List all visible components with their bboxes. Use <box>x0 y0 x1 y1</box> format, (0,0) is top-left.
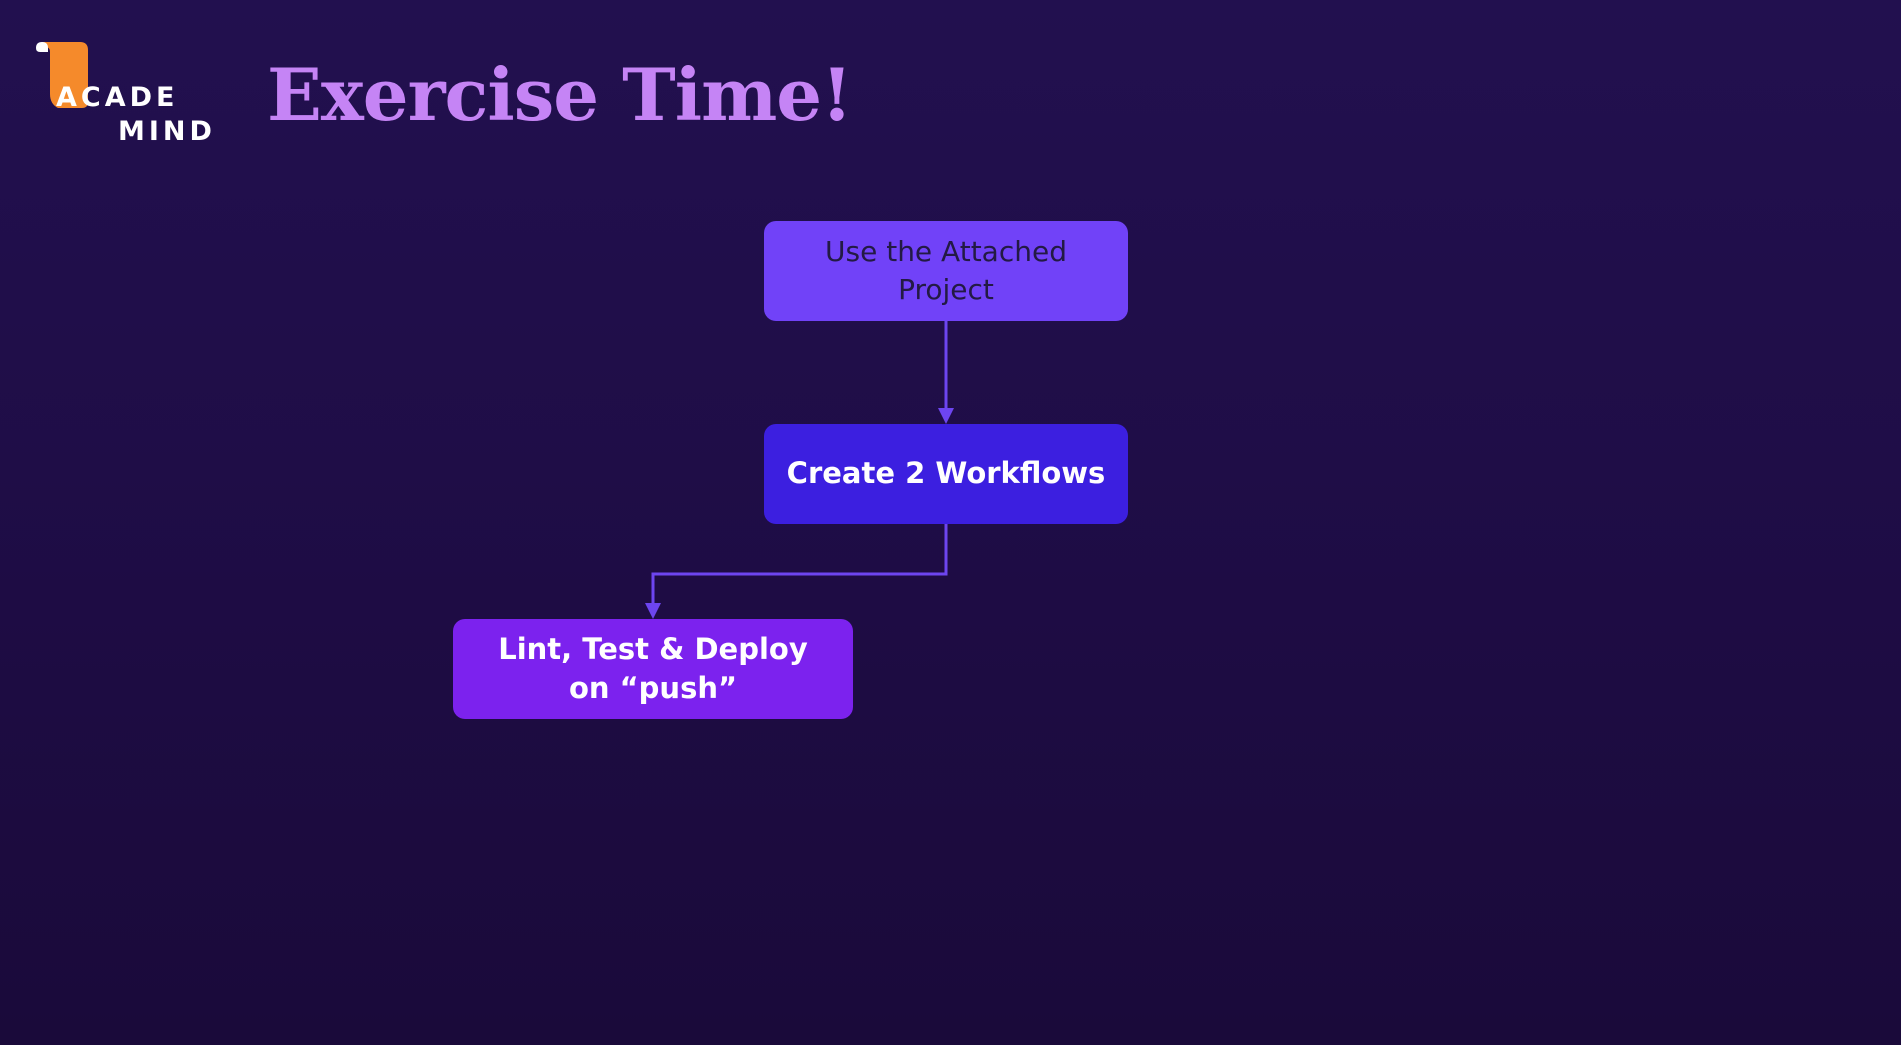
flow-node-lint-test-deploy: Lint, Test & Deploy on “push” <box>453 619 853 719</box>
academind-logo: ACADE MIND <box>36 42 216 152</box>
flow-node-create-workflows: Create 2 Workflows <box>764 424 1128 524</box>
flow-node-label: Create 2 Workflows <box>786 456 1106 491</box>
arrowhead-icon <box>938 408 954 424</box>
logo-text-line2: MIND <box>118 116 216 147</box>
connector-2-to-3 <box>645 524 948 619</box>
flow-node-use-attached-project: Use the Attached Project <box>764 221 1128 321</box>
flow-node-label: Use the Attached Project <box>825 235 1067 306</box>
arrowhead-icon <box>645 603 661 619</box>
connector-1-to-2 <box>938 321 954 424</box>
logo-text-line1: ACADE <box>56 82 179 113</box>
flow-node-label: Lint, Test & Deploy on “push” <box>498 631 808 705</box>
slide-title: Exercise Time! <box>267 52 853 137</box>
scroll-logo-icon <box>36 42 88 108</box>
